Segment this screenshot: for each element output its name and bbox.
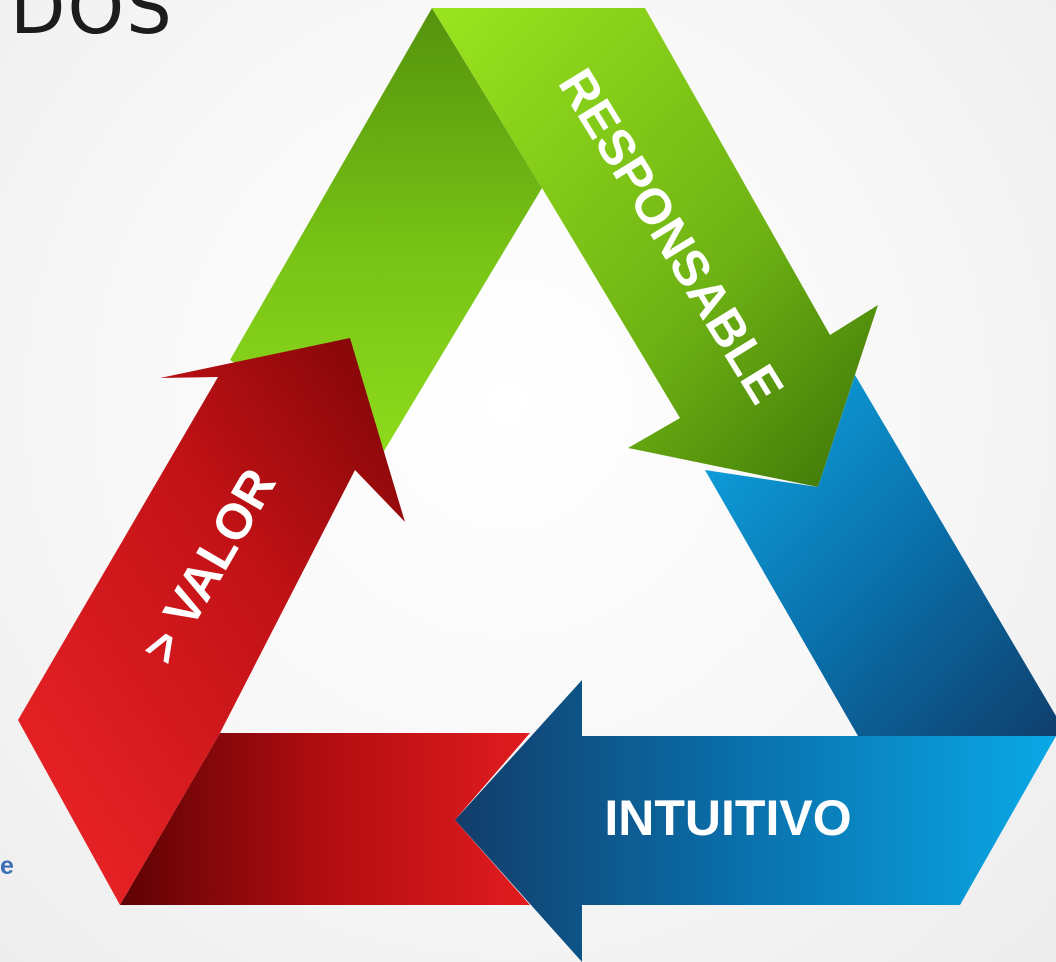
green-arrow-shaft-and-head [432,8,878,487]
intuitivo-label: INTUITIVO [604,790,851,846]
blue-arrow-descending-band [705,375,1056,736]
green-arrow [230,8,878,487]
footer-text-fragment: e [0,852,14,880]
red-arrow [18,338,530,905]
blue-arrow [455,375,1056,962]
green-arrow-rising-band [230,8,542,456]
red-arrow-bottom-band [120,733,530,905]
page-heading-fragment: DOS [10,0,174,50]
red-arrow-shaft-and-head [18,338,405,905]
blue-arrow-shaft-and-head [455,680,1056,962]
